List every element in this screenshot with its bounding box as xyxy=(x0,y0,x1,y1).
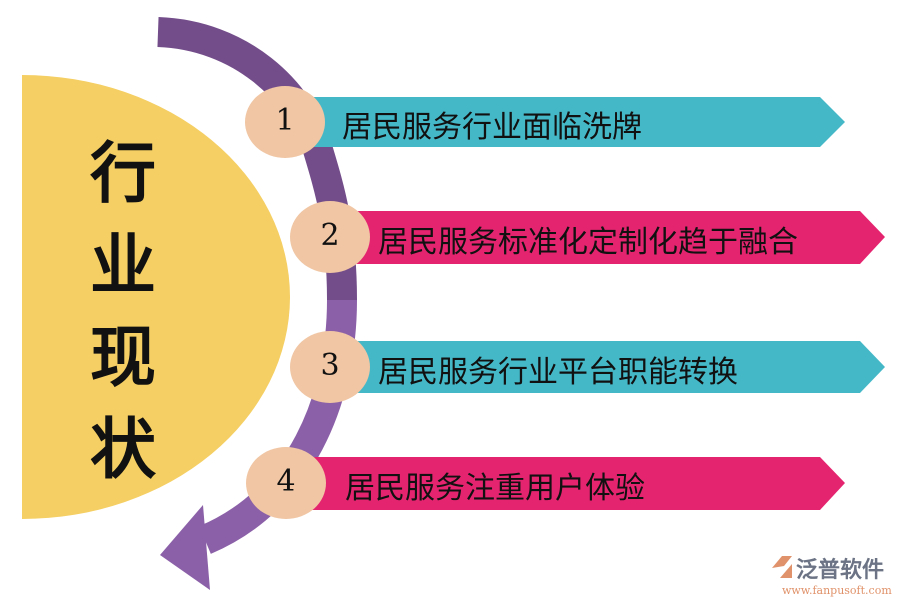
item-number: 3 xyxy=(320,348,340,383)
number-circle-2 xyxy=(290,201,370,273)
item-label: 居民服务行业面临洗牌 xyxy=(342,110,642,145)
number-circle-4 xyxy=(246,447,326,519)
item-number: 1 xyxy=(275,103,295,138)
banner-4 xyxy=(310,457,845,510)
number-circle-1 xyxy=(245,86,325,158)
banner-2 xyxy=(355,211,885,264)
logo-icon xyxy=(772,556,792,578)
banner-1 xyxy=(310,97,845,147)
item-label: 居民服务行业平台职能转换 xyxy=(378,355,738,390)
main-title: 行业现状 xyxy=(90,135,156,488)
logo-name: 泛普软件 xyxy=(796,558,885,583)
number-circle-3 xyxy=(290,331,370,403)
semicircle xyxy=(22,75,290,519)
item-label: 居民服务标准化定制化趋于融合 xyxy=(378,225,798,260)
item-number: 2 xyxy=(320,218,340,253)
banner-3 xyxy=(355,341,885,393)
logo: 泛普软件 www.fanpusoft.com xyxy=(770,552,892,597)
item-label: 居民服务注重用户体验 xyxy=(345,471,645,506)
logo-url: www.fanpusoft.com xyxy=(782,584,892,597)
item-number: 4 xyxy=(276,464,296,499)
arrow-head xyxy=(160,505,210,590)
